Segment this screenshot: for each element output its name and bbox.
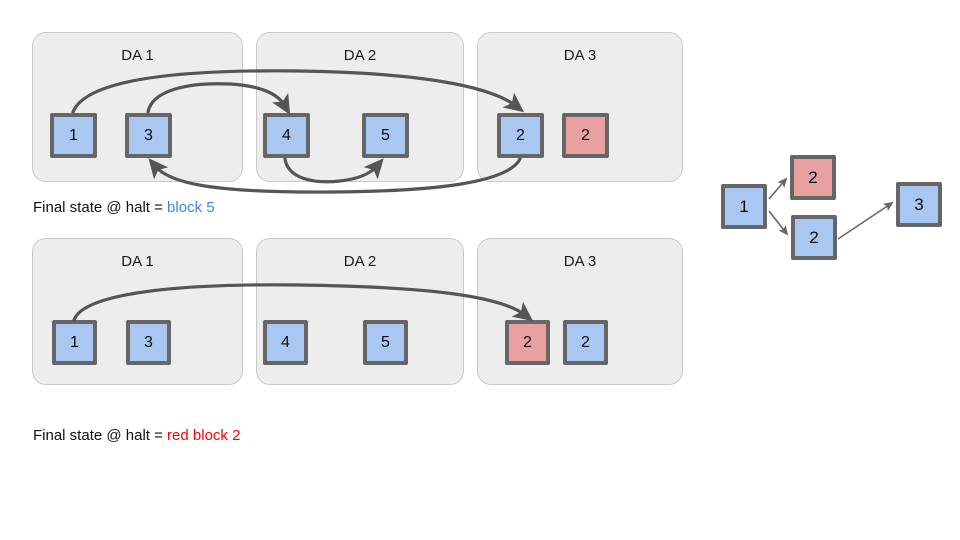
block-bottom-da2-5[interactable]: 5 — [363, 320, 408, 365]
graph-edge-1-to-2-blue — [768, 210, 789, 236]
graph-node-2-blue[interactable]: 2 — [791, 215, 837, 260]
block-top-da2-4[interactable]: 4 — [263, 113, 310, 158]
block-bottom-da3-2-red[interactable]: 2 — [505, 320, 550, 365]
block-top-da1-3[interactable]: 3 — [125, 113, 172, 158]
block-top-da3-2-red[interactable]: 2 — [562, 113, 609, 158]
block-bottom-da1-3[interactable]: 3 — [126, 320, 171, 365]
graph-edge-2-blue-to-3 — [837, 201, 894, 240]
da-panel-top-2: DA 2 — [256, 32, 464, 182]
da-panel-top-3: DA 3 — [477, 32, 683, 182]
graph-node-1[interactable]: 1 — [721, 184, 767, 229]
da-panel-title: DA 2 — [343, 47, 377, 64]
caption-bottom-highlight: red block 2 — [167, 427, 241, 444]
block-top-da3-2-blue[interactable]: 2 — [497, 113, 544, 158]
block-bottom-da2-4[interactable]: 4 — [263, 320, 308, 365]
da-panel-title: DA 3 — [563, 253, 597, 270]
block-bottom-da3-2-blue[interactable]: 2 — [563, 320, 608, 365]
graph-node-2-red[interactable]: 2 — [790, 155, 836, 200]
da-panel-top-1: DA 1 — [32, 32, 243, 182]
caption-top-highlight: block 5 — [167, 199, 215, 216]
graph-node-3[interactable]: 3 — [896, 182, 942, 227]
da-panel-title: DA 3 — [563, 47, 597, 64]
caption-bottom: Final state @ halt = red block 2 — [33, 427, 240, 444]
caption-bottom-prefix: Final state @ halt = — [33, 427, 168, 444]
da-panel-title: DA 1 — [121, 47, 154, 64]
da-panel-title: DA 2 — [343, 253, 377, 270]
caption-top-prefix: Final state @ halt = — [33, 199, 168, 216]
caption-top: Final state @ halt = block 5 — [33, 199, 215, 216]
block-bottom-da1-1[interactable]: 1 — [52, 320, 97, 365]
da-panel-title: DA 1 — [121, 253, 154, 270]
block-top-da2-5[interactable]: 5 — [362, 113, 409, 158]
graph-edge-1-to-2-red — [768, 177, 788, 200]
block-top-da1-1[interactable]: 1 — [50, 113, 97, 158]
